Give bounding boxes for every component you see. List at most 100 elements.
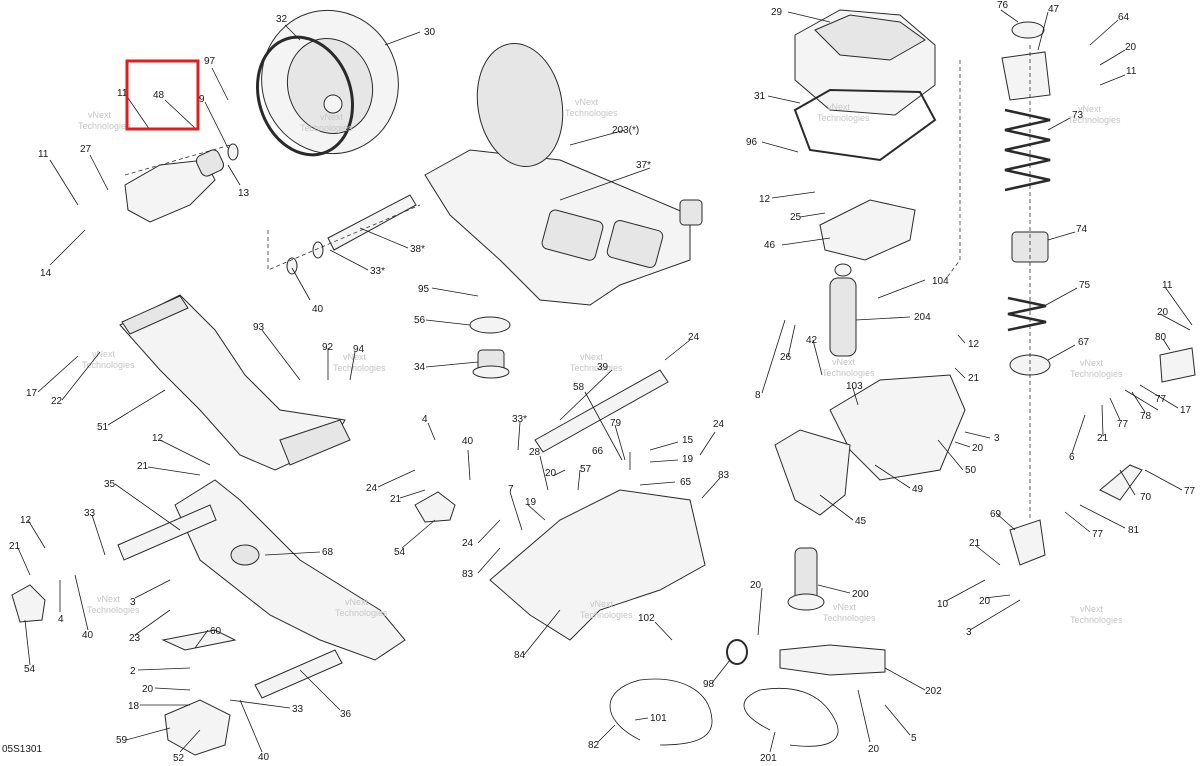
callout-69: 69 [990, 509, 1002, 520]
callout-11: 11 [38, 149, 49, 160]
watermark: vNext [1078, 104, 1102, 114]
callout-5: 5 [911, 733, 917, 744]
watermark: vNext [1080, 604, 1104, 614]
watermark: vNext [88, 110, 112, 120]
callout-104: 104 [932, 276, 949, 287]
callout-70: 70 [1140, 492, 1152, 503]
callout-93: 93 [253, 322, 265, 333]
part-chaincase-pulley [476, 43, 564, 167]
callout-labels: 48 11 97 9 32 30 11 27 13 14 203(*) 37* … [9, 0, 1196, 764]
part-bracket-52 [164, 699, 231, 756]
diagram-code: 05S1301 [2, 744, 42, 755]
callout-23: 23 [129, 633, 141, 644]
callout-60: 60 [210, 626, 222, 637]
part-washer-9 [227, 143, 239, 161]
callout-101: 101 [650, 713, 667, 724]
callout-68: 68 [322, 547, 334, 558]
part-cable-201 [743, 687, 839, 747]
callout-4: 4 [58, 614, 64, 625]
callout-54: 54 [394, 547, 406, 558]
watermarks: vNext Technologies vNext Technologies vN… [78, 97, 1123, 625]
callout-11: 11 [1126, 66, 1137, 77]
callout-54: 54 [24, 664, 36, 675]
callout-65: 65 [680, 477, 692, 488]
part-bracket-80 [1159, 347, 1196, 383]
watermark: Technologies [1070, 369, 1123, 379]
callout-17: 17 [1180, 405, 1192, 416]
callout-21: 21 [9, 541, 21, 552]
callout-20: 20 [750, 580, 762, 591]
callout-12: 12 [152, 433, 164, 444]
callout-34: 34 [414, 362, 426, 373]
guide-dash-3 [944, 60, 961, 281]
callout-57: 57 [580, 464, 592, 475]
watermark: Technologies [565, 108, 618, 118]
callout-21: 21 [968, 373, 980, 384]
part-swing-arm-68 [174, 479, 406, 661]
guide-dash-2 [124, 144, 231, 176]
part-cover-51-ribs [279, 419, 351, 466]
callout-20: 20 [545, 468, 557, 479]
callout-200: 200 [852, 589, 869, 600]
watermark: Technologies [82, 360, 135, 370]
part-bearing-cup [195, 149, 225, 177]
part-bumper-34-base [472, 365, 510, 379]
part-drawings [11, 9, 1196, 756]
watermark: Technologies [300, 123, 353, 133]
callout-24: 24 [713, 419, 725, 430]
callout-80: 80 [1155, 332, 1167, 343]
callout-20: 20 [1125, 42, 1137, 53]
watermark: vNext [827, 102, 851, 112]
part-shock-body [829, 277, 857, 357]
callout-20: 20 [1157, 307, 1169, 318]
callout-50: 50 [965, 465, 977, 476]
callout-24: 24 [462, 538, 474, 549]
part-cap-47 [1001, 51, 1051, 101]
callout-32: 32 [276, 14, 288, 25]
callout-202: 202 [925, 686, 942, 697]
part-spring-75 [1007, 296, 1047, 332]
part-shaft-36 [254, 649, 343, 699]
callout-28: 28 [529, 447, 541, 458]
callout-81: 81 [1128, 525, 1140, 536]
callout-37: 37* [636, 160, 651, 171]
callout-11: 11 [117, 88, 128, 99]
callout-33: 33 [292, 704, 304, 715]
watermark: Technologies [335, 608, 388, 618]
callout-14: 14 [40, 268, 52, 279]
callout-27: 27 [80, 144, 92, 155]
part-shock-eye [834, 263, 852, 277]
callout-95: 95 [418, 284, 430, 295]
part-plate-60 [161, 629, 237, 651]
callout-48: 48 [153, 90, 165, 101]
part-cover-51-top [121, 295, 189, 335]
callout-21: 21 [390, 494, 402, 505]
callout-52: 52 [173, 753, 185, 764]
part-bracket-54-center [414, 491, 456, 523]
watermark: Technologies [570, 363, 623, 373]
callout-42: 42 [806, 335, 818, 346]
highlight-box [125, 59, 200, 131]
part-chaincase-window-1 [541, 209, 604, 261]
callout-7: 7 [508, 484, 514, 495]
part-shock-202 [779, 644, 886, 676]
callout-77: 77 [1092, 529, 1104, 540]
callout-40: 40 [462, 436, 474, 447]
part-axle-39 [534, 369, 669, 453]
part-ring-67 [1009, 354, 1051, 376]
callout-29: 29 [771, 7, 783, 18]
callout-76: 76 [997, 0, 1009, 11]
callout-12: 12 [759, 194, 771, 205]
callout-39: 39 [597, 362, 609, 373]
callout-33: 33* [512, 414, 527, 425]
callout-67: 67 [1078, 337, 1090, 348]
callout-21: 21 [1097, 433, 1109, 444]
callout-75: 75 [1079, 280, 1091, 291]
callout-98: 98 [703, 679, 715, 690]
callout-12: 12 [968, 339, 980, 350]
callout-78: 78 [1140, 411, 1152, 422]
callout-203: 203(*) [612, 125, 639, 136]
callout-47: 47 [1048, 4, 1060, 15]
callout-83: 83 [718, 470, 730, 481]
